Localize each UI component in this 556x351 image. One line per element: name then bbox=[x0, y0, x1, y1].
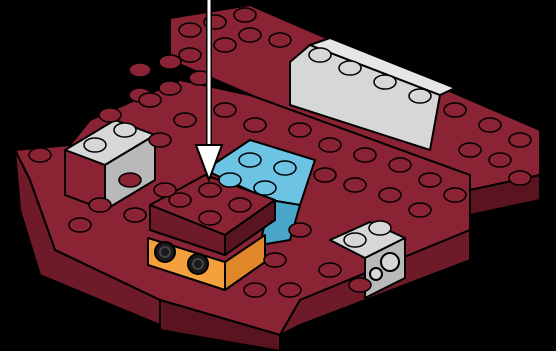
stud bbox=[288, 122, 312, 138]
gray-slope-back bbox=[289, 37, 456, 151]
stud bbox=[268, 32, 292, 48]
gray-brick-right-side-stud-small bbox=[369, 267, 383, 281]
stud bbox=[178, 47, 202, 63]
stud bbox=[213, 37, 237, 53]
stud bbox=[318, 262, 342, 278]
gray-slope-face bbox=[289, 44, 441, 151]
stud bbox=[213, 102, 237, 118]
gray-brick-right-side-stud bbox=[380, 252, 400, 272]
stud bbox=[338, 60, 362, 76]
orange-brick-eye-left-ring bbox=[159, 246, 171, 258]
stud bbox=[88, 197, 112, 213]
stud bbox=[253, 180, 277, 196]
gray-slope-top bbox=[309, 37, 456, 96]
stud bbox=[508, 132, 532, 148]
stud bbox=[373, 74, 397, 90]
stud bbox=[288, 222, 312, 238]
stud bbox=[273, 160, 297, 176]
stud bbox=[178, 22, 202, 38]
stud bbox=[243, 282, 267, 298]
stud bbox=[173, 112, 197, 128]
stud bbox=[263, 252, 287, 268]
stud bbox=[443, 102, 467, 118]
stud bbox=[153, 182, 177, 198]
studs-layer bbox=[28, 7, 532, 298]
stud bbox=[318, 137, 342, 153]
stud bbox=[83, 137, 107, 153]
stud bbox=[378, 187, 402, 203]
stud bbox=[198, 182, 222, 198]
orange-brick-eye-right-ring bbox=[192, 258, 204, 270]
stud bbox=[368, 220, 392, 236]
stud bbox=[228, 197, 252, 213]
stud bbox=[348, 277, 372, 293]
stud bbox=[233, 7, 257, 23]
stud bbox=[408, 88, 432, 104]
stud bbox=[158, 80, 182, 96]
stud bbox=[343, 177, 367, 193]
stud bbox=[418, 172, 442, 188]
dark-red-brick-stack bbox=[149, 174, 276, 256]
stud bbox=[238, 27, 262, 43]
stud bbox=[238, 152, 262, 168]
stud bbox=[488, 152, 512, 168]
stud bbox=[113, 122, 137, 138]
stud bbox=[128, 62, 152, 78]
stud bbox=[243, 117, 267, 133]
stud bbox=[158, 54, 182, 70]
stud bbox=[123, 207, 147, 223]
stud bbox=[278, 282, 302, 298]
orange-brick-eye-right bbox=[187, 253, 209, 275]
stud bbox=[68, 217, 92, 233]
stud bbox=[443, 187, 467, 203]
stud bbox=[478, 117, 502, 133]
stud bbox=[308, 47, 332, 63]
dark-red-brick-side bbox=[224, 199, 276, 256]
stud bbox=[408, 202, 432, 218]
placement-arrow bbox=[194, 0, 224, 183]
stud bbox=[343, 232, 367, 248]
base-plate-front bbox=[159, 299, 281, 351]
stud bbox=[313, 167, 337, 183]
stud bbox=[458, 142, 482, 158]
stud bbox=[118, 172, 142, 188]
orange-brick-eye-left bbox=[154, 241, 176, 263]
stud bbox=[508, 170, 532, 186]
stud bbox=[353, 147, 377, 163]
stud bbox=[28, 147, 52, 163]
stud bbox=[388, 157, 412, 173]
placement-arrow-head bbox=[194, 144, 224, 183]
stud bbox=[218, 172, 242, 188]
stud bbox=[148, 132, 172, 148]
stud bbox=[198, 210, 222, 226]
stud bbox=[98, 107, 122, 123]
stud bbox=[138, 92, 162, 108]
stud bbox=[168, 192, 192, 208]
